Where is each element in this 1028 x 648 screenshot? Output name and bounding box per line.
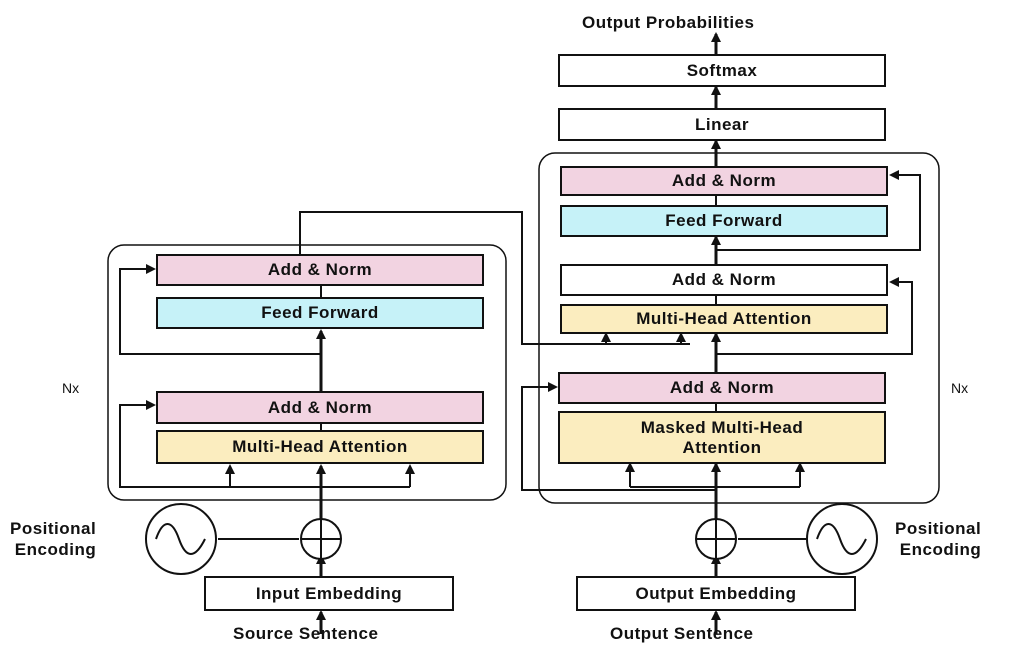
decoder-feed-forward: Feed Forward [560, 205, 888, 237]
source-sentence-label: Source Sentence [233, 624, 379, 643]
encoder-add-operator [300, 518, 342, 560]
encoder-positional-encoding-label: Positional Encoding [10, 518, 96, 560]
masked-attention-line1: Masked Multi-Head [640, 417, 804, 437]
decoder-positional-encoding-line1: Positional [895, 519, 982, 538]
decoder-add-norm-bottom: Add & Norm [558, 372, 886, 404]
decoder-add-norm-mid: Add & Norm [560, 264, 888, 296]
input-embedding: Input Embedding [204, 576, 454, 611]
output-probabilities-label: Output Probabilities [582, 13, 755, 32]
decoder-positional-encoding-label: Positional Encoding [895, 518, 981, 560]
output-embedding: Output Embedding [576, 576, 856, 611]
softmax-block: Softmax [558, 54, 886, 87]
decoder-add-norm-top: Add & Norm [560, 166, 888, 196]
decoder-connectors [521, 32, 921, 634]
encoder-multi-head-attention: Multi-Head Attention [156, 430, 484, 464]
decoder-positional-encoding-line2: Encoding [899, 540, 982, 559]
decoder-multi-head-attention: Multi-Head Attention [560, 304, 888, 334]
decoder-stack-frame [538, 152, 940, 504]
decoder-positional-wave-icon [806, 503, 878, 575]
encoder-add-norm-bottom: Add & Norm [156, 391, 484, 424]
decoder-add-operator [695, 518, 737, 560]
encoder-stack-frame [107, 244, 507, 501]
encoder-positional-wave-icon [145, 503, 217, 575]
encoder-add-norm-top: Add & Norm [156, 254, 484, 286]
masked-multi-head-attention: Masked Multi-Head Attention [558, 411, 886, 464]
masked-attention-line2: Attention [682, 437, 762, 457]
encoder-connectors [119, 211, 690, 634]
encoder-positional-encoding-line1: Positional [10, 519, 97, 538]
output-sentence-label: Output Sentence [610, 624, 754, 643]
encoder-repeat-label: Nx [62, 380, 80, 396]
encoder-feed-forward: Feed Forward [156, 297, 484, 329]
encoder-positional-encoding-line2: Encoding [14, 540, 97, 559]
linear-block: Linear [558, 108, 886, 141]
decoder-repeat-label: Nx [951, 380, 969, 396]
